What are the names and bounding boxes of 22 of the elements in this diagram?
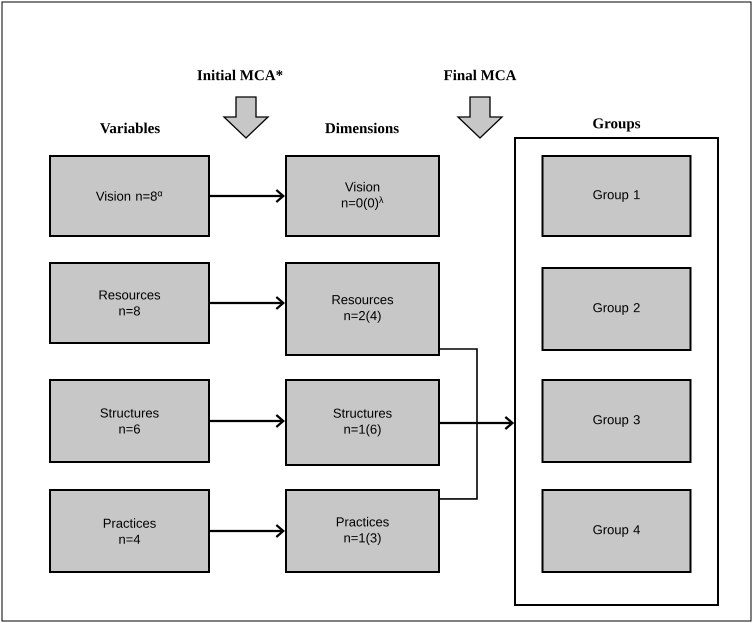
connector-line [440, 416, 514, 500]
heading: Variables [100, 122, 160, 134]
heading: Final MCA [444, 70, 516, 80]
process-box: Group 2 [542, 267, 692, 351]
heading: Dimensions [325, 122, 399, 134]
node-label: Groups [593, 118, 640, 132]
process-box: Vision n=8$^{α}$ [49, 155, 210, 237]
process-box: Structures n=6 [49, 378, 210, 463]
heading: Initial MCA* [197, 70, 282, 80]
process-box: Structures n=1(6) [285, 378, 440, 466]
process-box: Group 1 [542, 155, 692, 237]
arrow [210, 524, 285, 538]
process-box: Practices n=1(3) [285, 488, 440, 573]
process-box: Resources n=8 [49, 262, 210, 344]
process-box: Group 4 [542, 488, 692, 573]
arrow [210, 189, 285, 203]
process-box: Practices n=4 [49, 488, 210, 573]
process-box: Vision n=0(0)$^{λ}$ [285, 155, 440, 237]
arrow [210, 296, 285, 310]
process-box: Resources n=2(4) [285, 262, 440, 356]
process-box: Group 3 [542, 378, 692, 463]
arrow [210, 414, 285, 428]
